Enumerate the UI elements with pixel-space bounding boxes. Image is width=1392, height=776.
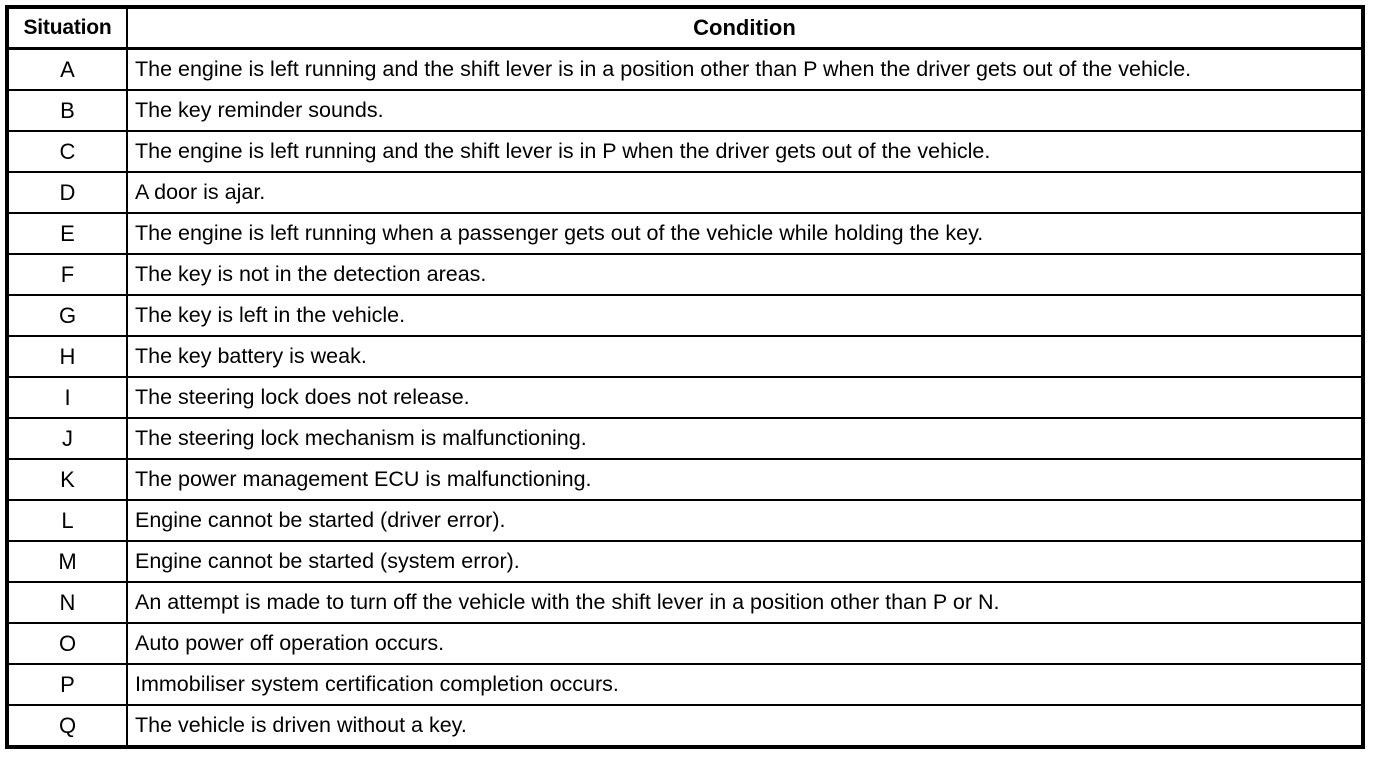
cell-situation: C: [6, 130, 128, 173]
cell-situation: P: [6, 663, 128, 706]
cell-condition: The engine is left running when a passen…: [126, 212, 1364, 255]
cell-condition: The power management ECU is malfunctioni…: [126, 458, 1364, 501]
cell-situation: K: [6, 458, 128, 501]
cell-situation: Q: [6, 704, 128, 748]
cell-condition: The key battery is weak.: [126, 335, 1364, 378]
cell-condition: Engine cannot be started (driver error).: [126, 499, 1364, 542]
cell-condition: The key reminder sounds.: [126, 89, 1364, 132]
cell-situation: G: [6, 294, 128, 337]
table-header-row: Situation Condition: [6, 6, 1364, 50]
cell-condition: The key is left in the vehicle.: [126, 294, 1364, 337]
cell-condition: The engine is left running and the shift…: [126, 47, 1364, 91]
cell-situation: E: [6, 212, 128, 255]
cell-situation: J: [6, 417, 128, 460]
cell-condition: Auto power off operation occurs.: [126, 622, 1364, 665]
cell-situation: I: [6, 376, 128, 419]
cell-condition: The steering lock mechanism is malfuncti…: [126, 417, 1364, 460]
cell-situation: M: [6, 540, 128, 583]
cell-condition: The steering lock does not release.: [126, 376, 1364, 419]
cell-situation: N: [6, 581, 128, 624]
cell-situation: D: [6, 171, 128, 214]
cell-condition: Engine cannot be started (system error).: [126, 540, 1364, 583]
cell-situation: F: [6, 253, 128, 296]
cell-condition: An attempt is made to turn off the vehic…: [126, 581, 1364, 624]
cell-condition: The engine is left running and the shift…: [126, 130, 1364, 173]
cell-situation: A: [6, 47, 128, 91]
cell-condition: The key is not in the detection areas.: [126, 253, 1364, 296]
cell-situation: B: [6, 89, 128, 132]
column-header-condition: Condition: [126, 6, 1364, 50]
cell-condition: The vehicle is driven without a key.: [126, 704, 1364, 748]
cell-condition: A door is ajar.: [126, 171, 1364, 214]
cell-situation: H: [6, 335, 128, 378]
column-header-situation: Situation: [6, 6, 128, 50]
cell-situation: L: [6, 499, 128, 542]
cell-situation: O: [6, 622, 128, 665]
cell-condition: Immobiliser system certification complet…: [126, 663, 1364, 706]
table-header: Situation Condition: [6, 6, 1364, 50]
